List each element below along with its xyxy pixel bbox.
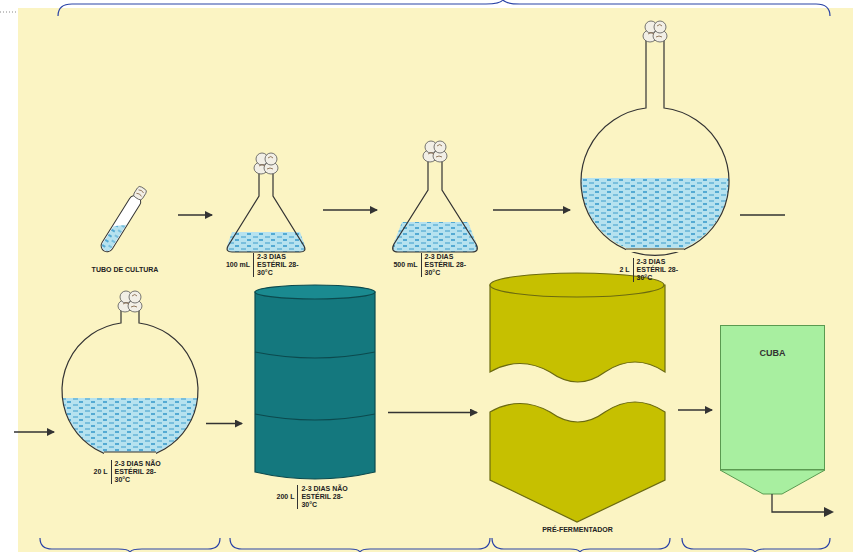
- vessel-node: 2 L2-3 DIAS ESTÉRIL 28-30°C: [578, 15, 730, 295]
- condition-label: 2-3 DIAS NÃO ESTÉRIL 28-30°C: [297, 485, 353, 509]
- volume-label: 200 L: [277, 493, 298, 501]
- flow-arrow: [14, 215, 785, 432]
- round-flask: [55, 291, 205, 460]
- drum: [255, 285, 375, 479]
- braces: [40, 0, 830, 552]
- tank-box: CUBA: [720, 325, 825, 470]
- flow-arrow: [323, 209, 377, 211]
- condition-label: 2-3 DIAS NÃO ESTÉRIL 28-30°C: [111, 460, 167, 484]
- flow-arrow: [388, 412, 477, 414]
- volume-label: 20 L: [93, 468, 110, 476]
- vessel-node: PRÉ-FERMENTADOR: [485, 268, 670, 544]
- round-flask: [575, 21, 735, 255]
- flow-arrow: [678, 409, 712, 411]
- vessel-node: 100 mL2-3 DIAS ESTÉRIL 28-30°C: [220, 145, 315, 290]
- vessel-label: 500 mL2-3 DIAS ESTÉRIL 28-30°C: [385, 253, 485, 277]
- flow-arrow: [206, 423, 242, 425]
- pre-fermenter: [490, 273, 665, 522]
- volume-label: 500 mL: [393, 261, 420, 269]
- vessel-name: PRÉ-FERMENTADOR: [542, 526, 613, 534]
- flow-arrow: [493, 209, 570, 211]
- volume-label: 100 mL: [226, 261, 253, 269]
- vessel-label: 200 L2-3 DIAS NÃO ESTÉRIL 28-30°C: [250, 485, 380, 509]
- vessel-label: 100 mL2-3 DIAS ESTÉRIL 28-30°C: [220, 253, 315, 277]
- vessel-name: CUBA: [760, 348, 786, 358]
- vessel-label: 20 L2-3 DIAS NÃO ESTÉRIL 28-30°C: [62, 460, 198, 484]
- volume-label: 2 L: [619, 266, 632, 274]
- vessel-node: TUBO DE CULTURA: [80, 188, 170, 280]
- vessel-label: 2 L2-3 DIAS ESTÉRIL 28-30°C: [578, 258, 730, 282]
- vessel-node: 500 mL2-3 DIAS ESTÉRIL 28-30°C: [385, 135, 485, 290]
- vessel-label: CUBA: [721, 348, 824, 358]
- flow-arrow: [178, 214, 212, 216]
- condition-label: 2-3 DIAS ESTÉRIL 28-30°C: [421, 253, 477, 277]
- page-ground: [18, 8, 853, 552]
- vessel-node: 200 L2-3 DIAS NÃO ESTÉRIL 28-30°C: [250, 280, 380, 520]
- vessel-label: TUBO DE CULTURA: [80, 266, 170, 274]
- erlenmeyer-flask: [393, 141, 478, 252]
- vessel-name: TUBO DE CULTURA: [92, 266, 159, 274]
- culture-tube: [99, 185, 148, 254]
- condition-label: 2-3 DIAS ESTÉRIL 28-30°C: [633, 258, 689, 282]
- tank-funnel: [720, 470, 834, 517]
- erlenmeyer-flask: [227, 153, 305, 252]
- vessel-label: PRÉ-FERMENTADOR: [485, 526, 670, 534]
- condition-label: 2-3 DIAS ESTÉRIL 28-30°C: [253, 253, 309, 277]
- margin-dots: [0, 12, 18, 13]
- vessel-node: 20 L2-3 DIAS NÃO ESTÉRIL 28-30°C: [62, 290, 198, 495]
